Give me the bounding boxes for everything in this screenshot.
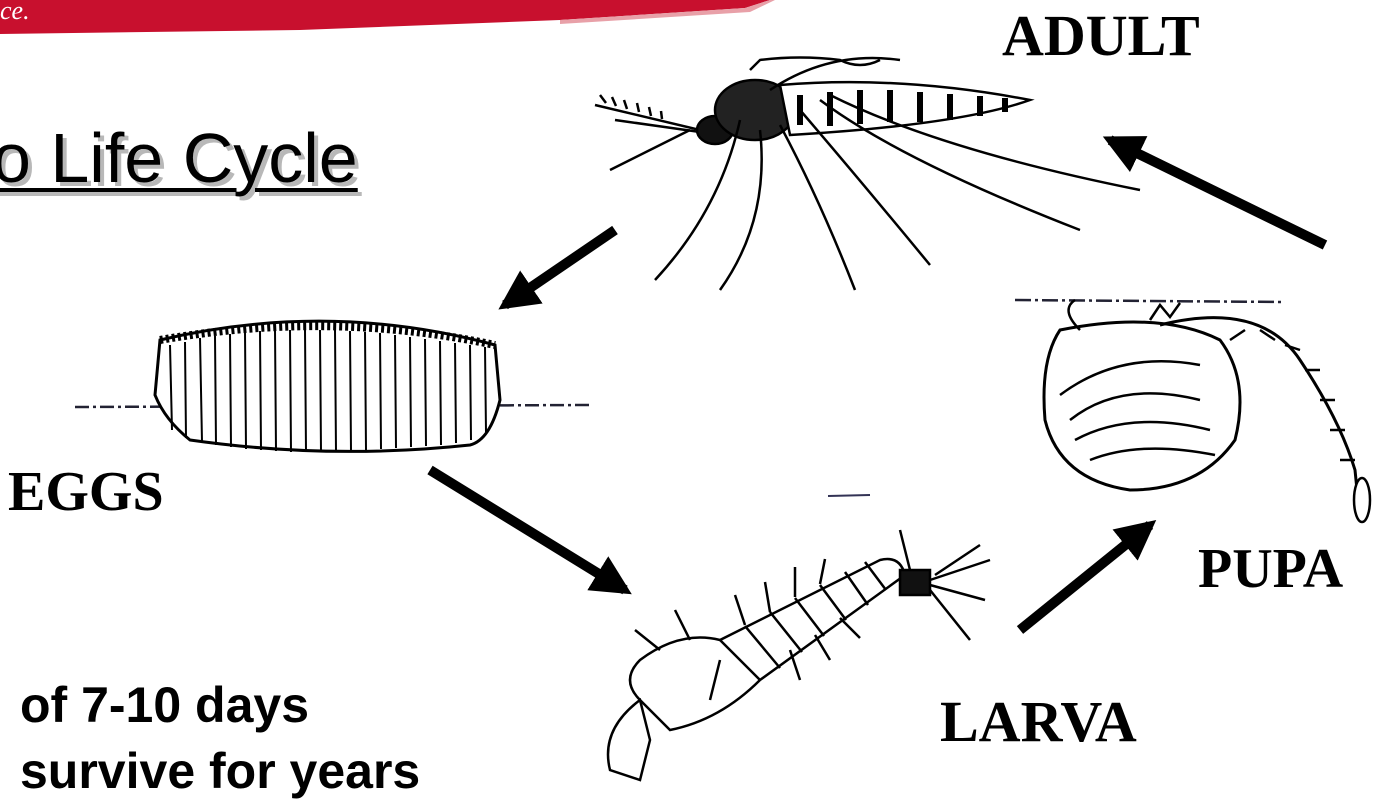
body-text-line-1: of 7-10 days [20,676,309,734]
arrow-larva-to-pupa [1020,525,1150,630]
stage-label-larva: LARVA [940,688,1137,755]
pupa-illustration [1015,300,1370,522]
body-text-line-2: survive for years [20,742,420,800]
arrow-eggs-to-larva [430,470,625,590]
larva-illustration [608,495,990,780]
arrow-adult-to-eggs [505,230,615,305]
stage-label-adult: ADULT [1002,2,1200,69]
egg-raft-illustration [75,321,590,452]
stage-label-eggs: EGGS [8,460,164,524]
arrow-pupa-to-adult [1110,140,1325,245]
mosquito-adult-illustration [595,58,1140,291]
stage-label-pupa: PUPA [1198,537,1343,601]
